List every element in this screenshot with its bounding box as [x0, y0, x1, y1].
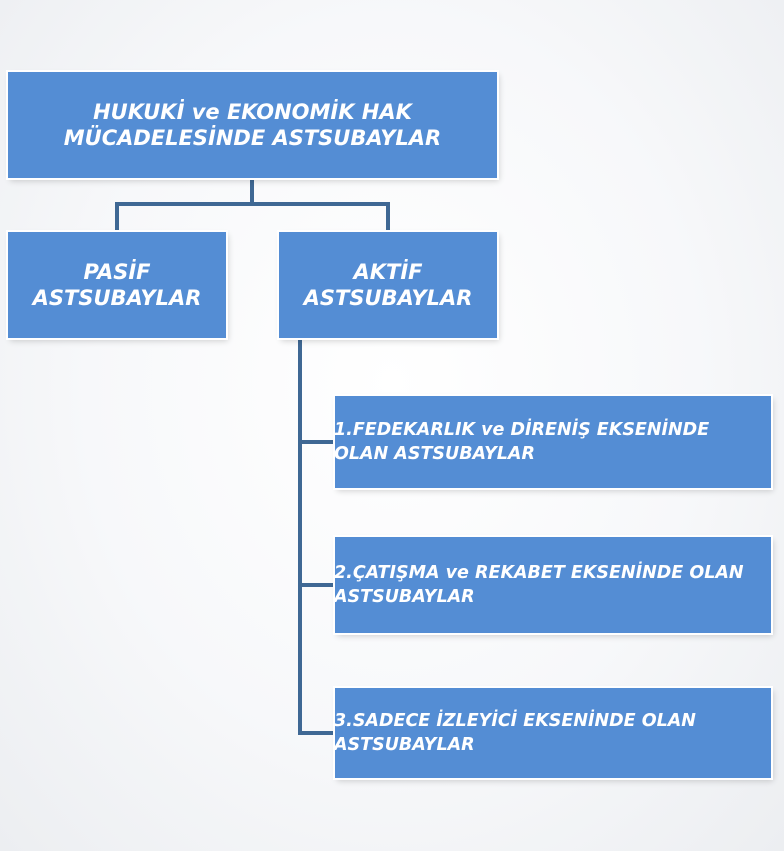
- catisma-rekabet-label: 2.ÇATIŞMA ve REKABET EKSENİNDE OLAN ASTS…: [334, 562, 744, 608]
- sadece-izleyici-node: 3.SADECE İZLEYİCİ EKSENİNDE OLAN ASTSUBA…: [334, 688, 771, 778]
- root-node-label: HUKUKİ ve EKONOMİK HAK MÜCADELESİNDE AST…: [63, 99, 442, 150]
- pasif-astsubaylar-label: PASİF ASTSUBAYLAR: [32, 259, 202, 310]
- sadece-izleyici-label: 3.SADECE İZLEYİCİ EKSENİNDE OLAN ASTSUBA…: [334, 710, 696, 756]
- aktif-astsubaylar-node: AKTİF ASTSUBAYLAR: [279, 232, 497, 338]
- catisma-rekabet-node: 2.ÇATIŞMA ve REKABET EKSENİNDE OLAN ASTS…: [334, 537, 771, 633]
- pasif-astsubaylar-node: PASİF ASTSUBAYLAR: [8, 232, 226, 338]
- fedakarlik-direnis-label: 1.FEDEKARLIK ve DİRENİŞ EKSENİNDE OLAN A…: [334, 419, 710, 465]
- fedakarlik-direnis-node: 1.FEDEKARLIK ve DİRENİŞ EKSENİNDE OLAN A…: [334, 396, 771, 488]
- aktif-astsubaylar-label: AKTİF ASTSUBAYLAR: [303, 259, 473, 310]
- root-node: HUKUKİ ve EKONOMİK HAK MÜCADELESİNDE AST…: [8, 72, 497, 178]
